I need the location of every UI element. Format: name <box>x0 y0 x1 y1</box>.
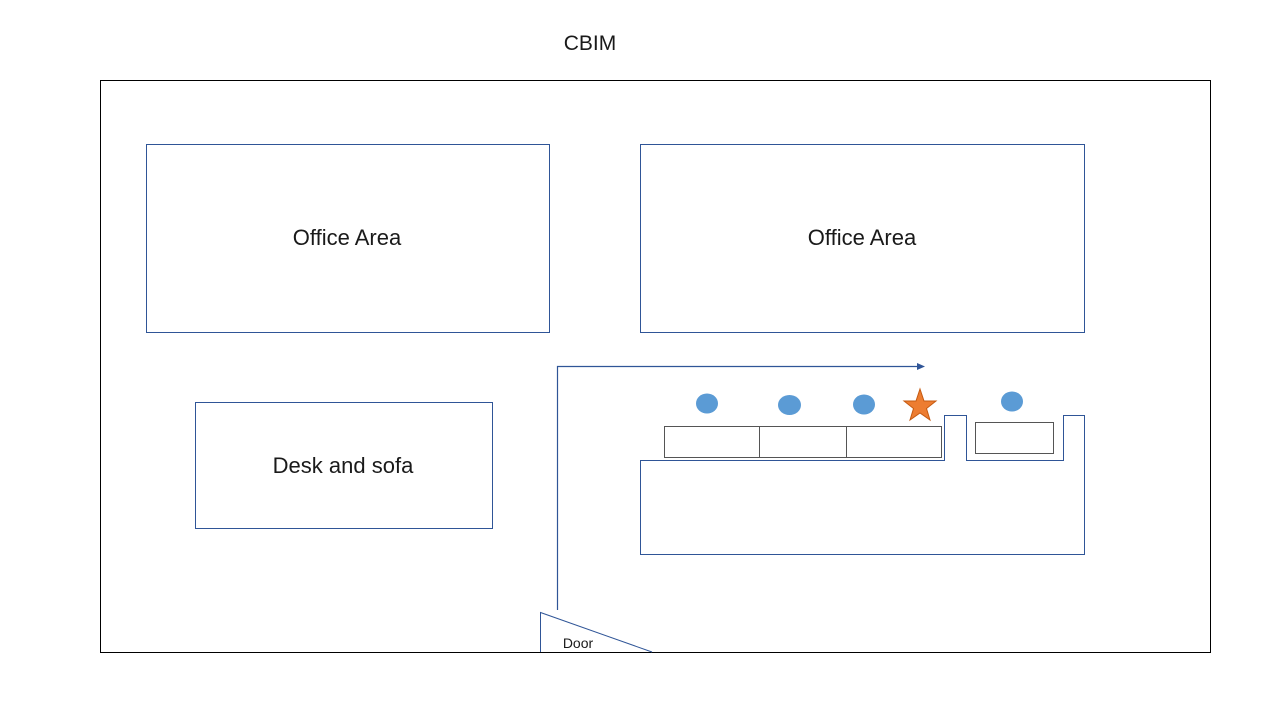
counter-windows <box>664 422 1054 458</box>
office-area-left-box <box>146 144 550 333</box>
person-icon <box>853 394 875 415</box>
counter-window-2 <box>759 426 847 458</box>
person-icon <box>778 395 801 415</box>
counter-window-1 <box>664 426 760 458</box>
office-area-right: Office Area <box>640 144 1085 333</box>
office-area-right-box <box>640 144 1085 333</box>
office-area-right-label: Office Area <box>808 225 917 250</box>
route-arrow-line <box>556 365 918 610</box>
route-arrow <box>556 363 925 610</box>
door-swing <box>540 611 653 653</box>
office-area-left: Office Area <box>146 144 550 333</box>
counter-window-3 <box>846 426 942 458</box>
desk-and-sofa-label: Desk and sofa <box>273 453 414 478</box>
door: Door <box>540 611 653 653</box>
queue-people <box>696 391 1023 415</box>
building-outline <box>100 80 1211 653</box>
arrowhead-icon <box>917 363 925 370</box>
desk-and-sofa-box <box>195 402 493 529</box>
diagram-title: CBIM <box>563 32 617 55</box>
door-label: Door <box>563 635 594 651</box>
counter-outline <box>640 415 1085 555</box>
desk-and-sofa-area: Desk and sofa <box>195 402 493 529</box>
counter-window-4 <box>975 422 1054 454</box>
star-icon <box>902 387 938 422</box>
person-icon <box>696 393 718 414</box>
office-area-left-label: Office Area <box>293 225 402 250</box>
person-icon <box>1001 391 1023 412</box>
